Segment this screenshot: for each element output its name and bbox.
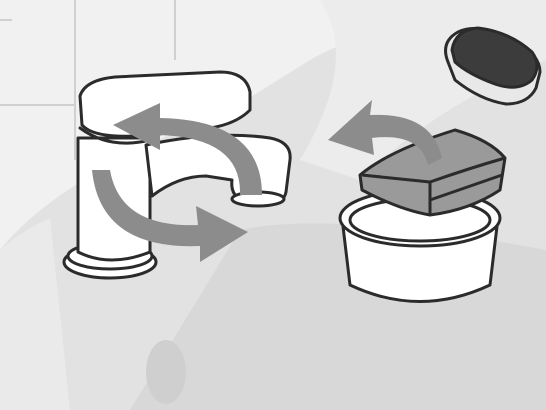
drain — [146, 340, 186, 404]
